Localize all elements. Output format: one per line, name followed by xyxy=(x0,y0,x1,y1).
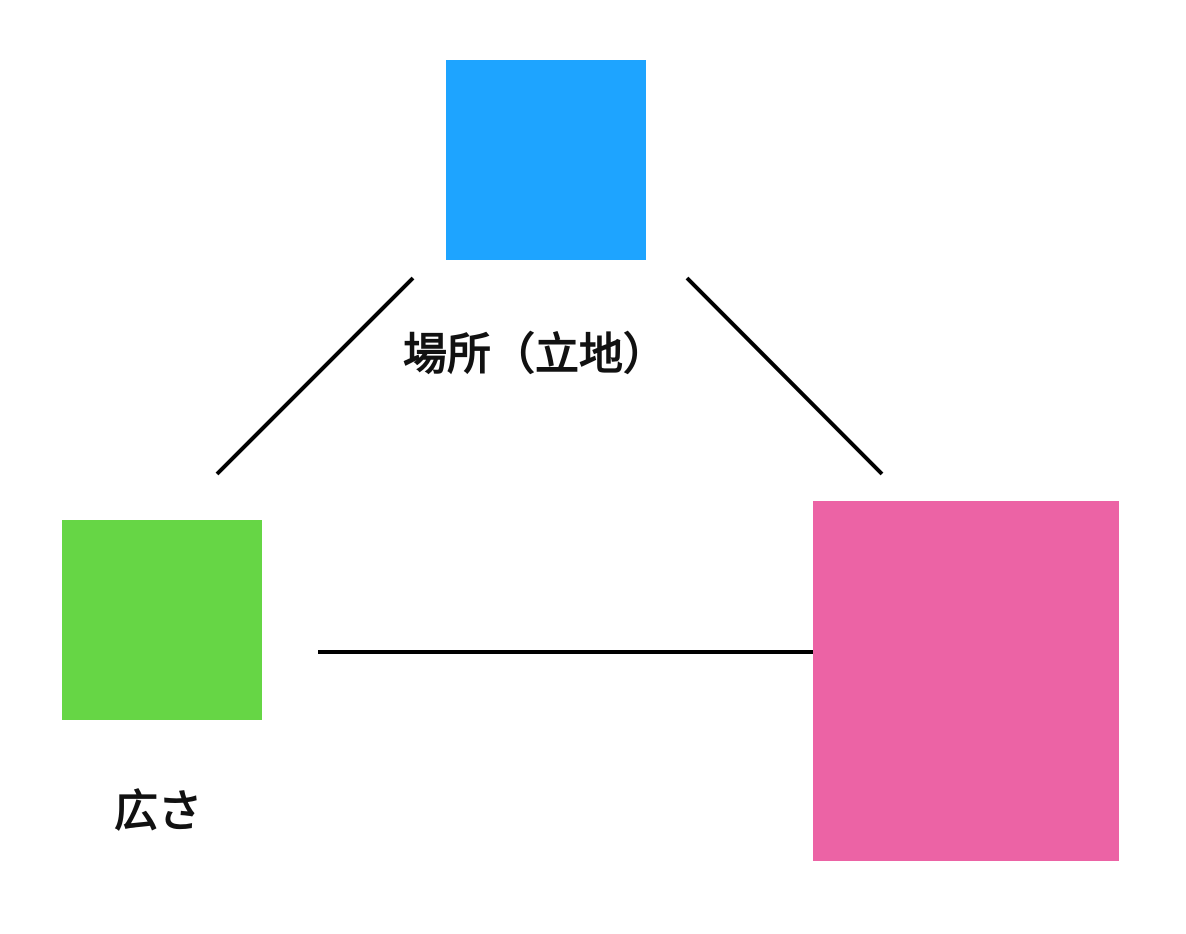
location-label: 場所（立地） xyxy=(403,329,667,380)
edge-top-right xyxy=(685,276,884,476)
edge-top-left xyxy=(215,276,415,476)
location-node-box xyxy=(446,60,646,260)
area-label: 広さ xyxy=(114,786,202,837)
third-node-box xyxy=(813,501,1119,861)
area-node-box xyxy=(62,520,262,720)
